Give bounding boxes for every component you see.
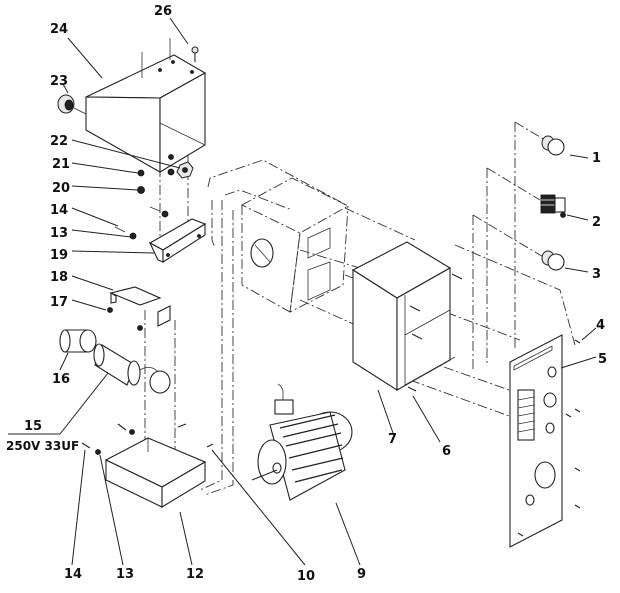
callout-24: 24 <box>50 22 68 37</box>
electric-motor-icon <box>251 383 353 501</box>
screw-icon <box>517 339 581 537</box>
nut-icon <box>107 307 113 313</box>
callout-9: 9 <box>357 567 366 582</box>
box-cover-icon <box>351 241 456 392</box>
capacitor-icon <box>59 329 97 353</box>
callout-15: 15 <box>24 419 42 434</box>
callout-3: 3 <box>592 267 601 282</box>
screw-icon <box>191 46 199 62</box>
callout-17: 17 <box>50 295 68 310</box>
callout-6: 6 <box>442 444 451 459</box>
callout-21: 21 <box>52 157 70 172</box>
fasteners-upper <box>114 154 194 240</box>
cable-gland-icon <box>57 94 87 115</box>
screw-icon <box>137 186 145 194</box>
tray-icon <box>104 437 207 508</box>
callout-10: 10 <box>297 569 315 584</box>
callout-26: 26 <box>154 4 172 19</box>
callout-13-upper: 13 <box>50 226 68 241</box>
screw-icon <box>407 273 463 392</box>
assembly-lines <box>144 80 576 496</box>
callout-7: 7 <box>388 432 397 447</box>
callout-23: 23 <box>50 74 68 89</box>
bracket-icon <box>148 218 207 264</box>
front-panel-icon <box>509 334 563 548</box>
push-button-icon <box>541 135 565 156</box>
rotary-switch-icon <box>540 194 566 218</box>
callout-13-lower: 13 <box>116 567 134 582</box>
callout-1: 1 <box>592 151 601 166</box>
washer-icon <box>137 169 145 177</box>
hood-cover-icon <box>85 38 207 173</box>
capacitor-spec: 250V 33UF <box>6 439 79 453</box>
callout-14-lower: 14 <box>64 567 82 582</box>
callout-5: 5 <box>598 352 607 367</box>
callout-18: 18 <box>50 270 68 285</box>
leader-lines <box>8 17 597 566</box>
callout-19: 19 <box>50 248 68 263</box>
nut-icon <box>137 325 143 331</box>
callout-14-upper: 14 <box>50 203 68 218</box>
callout-12: 12 <box>186 567 204 582</box>
callout-22: 22 <box>50 134 68 149</box>
main-housing-icon <box>241 177 349 313</box>
callout-4: 4 <box>596 318 605 333</box>
callout-labels: 1 2 3 4 5 6 7 9 10 12 13 13 14 14 15 250… <box>6 4 607 584</box>
callout-20: 20 <box>52 181 70 196</box>
push-button-icon <box>541 250 565 271</box>
callout-16: 16 <box>52 372 70 387</box>
capacitor-icon <box>93 343 171 394</box>
screw-icon <box>81 423 214 455</box>
bracket-icon <box>109 286 171 327</box>
callout-2: 2 <box>592 215 601 230</box>
